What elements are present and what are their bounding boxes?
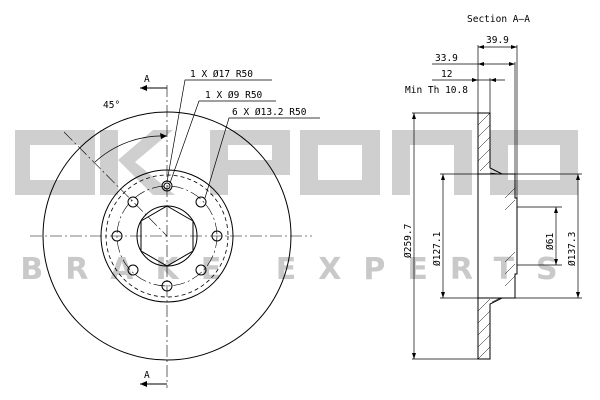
section-profile [477,112,518,360]
section-view: Section A–A 39.9 33.9 [403,14,582,360]
angle-arc [94,135,168,163]
callout-1: 1 X Ø17 R50 [190,69,253,80]
dim-thickness: 12 [441,69,452,80]
dim-hat-height: 33.9 [435,53,458,64]
dim-flange-diameter: Ø137.3 [567,232,578,266]
disc-outer-edge [42,111,292,361]
locating-hole [163,182,171,190]
callout-3: 6 X Ø13.2 R50 [232,107,307,118]
section-marker-top: A [144,74,150,85]
bolt-hole [211,230,223,242]
min-thickness: Min Th 10.8 [405,85,468,96]
bolt-hole [127,196,139,208]
angle-label: 45° [103,100,120,111]
dim-hat-diameter: Ø127.1 [432,231,443,266]
callout-leader-3 [204,117,320,199]
dim-centre-bore: Ø61 [545,233,556,250]
callout-leader-1 [166,79,272,183]
callout-3-r: R50 [289,107,306,118]
bolt-hole [195,196,207,208]
callout-1-r: R50 [236,69,253,80]
section-title: Section A–A [467,14,530,25]
bolt-hole [127,264,139,276]
callout-2-qty: 1 [205,90,211,101]
callout-2-dia: Ø9 [228,90,240,101]
angle-arrowhead [160,133,167,139]
bolt-hole [161,280,173,292]
centre-bore-circle [136,205,198,267]
callout-3-qty: 6 [232,107,238,118]
hat-outer-circle [100,169,234,303]
bolt-hole [111,230,123,242]
watermark-logo [15,130,578,195]
callout-2-r: R50 [245,90,262,101]
hat-inner-dashed-circle [105,174,229,298]
callout-2: 1 X Ø9 R50 [205,90,263,101]
min-thickness-value: 10.8 [445,85,468,96]
section-marker-bottom: A [144,370,150,381]
callout-1-qty: 1 [190,69,196,80]
callout-1-dia: Ø17 [213,69,230,80]
center-line-45 [63,131,168,237]
bolt-circle [116,185,218,287]
section-hatching [477,112,516,360]
callout-3-dia: Ø13.2 [255,107,284,118]
bolt-hole [195,264,207,276]
section-marker-arrow-top [140,85,147,91]
dim-outer-diameter: Ø259.7 [403,224,414,258]
section-marker-arrow-bottom [140,381,147,387]
callout-leader-2 [169,100,276,184]
dim-total-height: 39.9 [486,35,509,46]
min-thickness-label: Min Th [405,85,439,96]
front-view: 45° A A 1 X Ø17 R50 1 X Ø9 R50 6 X Ø13.2… [30,69,320,388]
